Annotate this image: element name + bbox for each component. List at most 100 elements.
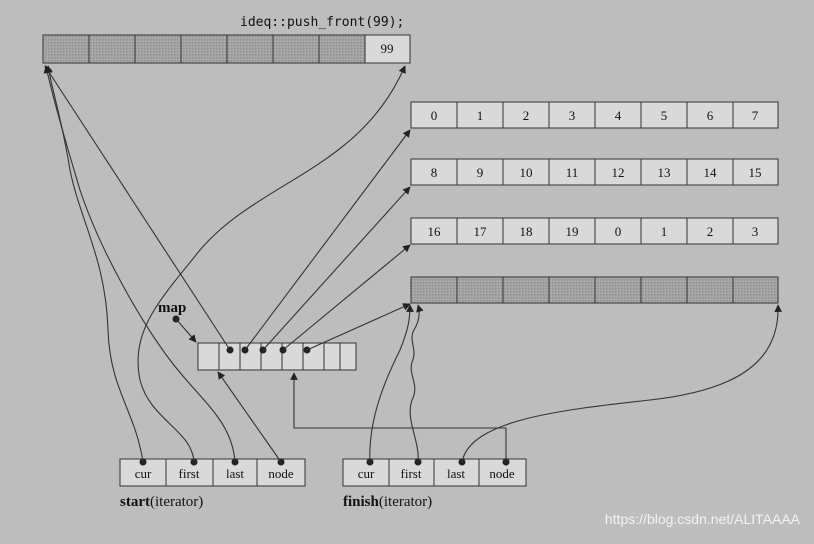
top-buffer-cell (318, 34, 366, 64)
top-buffer: 99 (42, 34, 411, 64)
map-label: map (158, 300, 186, 316)
buffer-value: 5 (661, 108, 668, 123)
buffer-cell (410, 276, 458, 304)
buffer-cell (640, 276, 688, 304)
start-last-pointer (43, 65, 236, 463)
finish-node-pointer (290, 372, 507, 462)
buffer-cell (548, 217, 596, 245)
finish-suffix: (iterator) (379, 494, 432, 510)
map-slot (281, 342, 304, 371)
buffer-value: 15 (749, 165, 762, 180)
buffer-3 (410, 276, 779, 304)
finish-field (388, 458, 435, 487)
buffer-value: 11 (566, 165, 579, 180)
finish-node-label: node (489, 466, 515, 481)
buffer-value: 1 (477, 108, 484, 123)
watermark: https://blog.csdn.net/ALITAAAA (605, 511, 801, 527)
buffer-cell (502, 158, 550, 186)
buffer-value: 16 (428, 224, 442, 239)
start-first-pointer (137, 65, 406, 463)
buffer-cell (640, 217, 688, 245)
top-buffer-value: 99 (381, 41, 394, 56)
buffer-value: 9 (477, 165, 484, 180)
buffer-value: 8 (431, 165, 438, 180)
map-to-buffer-3-arrow (306, 303, 411, 351)
buffer-value: 1 (661, 224, 668, 239)
top-buffer-cell (88, 34, 136, 64)
finish-field (478, 458, 527, 487)
map-array (197, 342, 357, 371)
map-slot (323, 342, 341, 371)
start-cur-pointer (45, 65, 144, 463)
buffer-cell (594, 158, 642, 186)
finish-field (342, 458, 390, 487)
top-buffer-cell-filled (364, 34, 411, 64)
buffer-cell (732, 158, 779, 186)
buffer-value: 6 (707, 108, 714, 123)
finish-iterator: cur first last node (342, 458, 527, 487)
buffer-cell (686, 101, 734, 129)
finish-caption: finish(iterator) (343, 494, 432, 510)
finish-last-label: last (447, 466, 465, 481)
start-first-label: first (179, 466, 200, 481)
buffer-cell (502, 217, 550, 245)
buffer-cell (548, 158, 596, 186)
start-last-label: last (226, 466, 244, 481)
buffer-value: 18 (520, 224, 533, 239)
buffer-value: 0 (615, 224, 622, 239)
buffer-value: 13 (658, 165, 671, 180)
buffer-cell (594, 276, 642, 304)
finish-first-label: first (401, 466, 422, 481)
finish-name: finish (343, 494, 380, 510)
buffer-cell (548, 276, 596, 304)
top-buffer-cell (272, 34, 320, 64)
finish-field (433, 458, 480, 487)
start-suffix: (iterator) (150, 494, 203, 510)
buffer-cell (686, 276, 734, 304)
buffer-cell (456, 101, 504, 129)
map-to-buffer-2-arrow (282, 244, 411, 351)
top-buffer-cell (226, 34, 274, 64)
start-field (165, 458, 214, 487)
buffer-cell (732, 276, 779, 304)
buffer-1: 8 9 10 11 12 13 14 15 (410, 158, 779, 186)
top-buffer-cell (134, 34, 182, 64)
buffer-value: 2 (707, 224, 714, 239)
buffer-value: 19 (566, 224, 579, 239)
buffer-cell (594, 101, 642, 129)
start-cur-label: cur (135, 466, 152, 481)
map-to-top-buffer-arrow (44, 65, 231, 351)
buffer-cell (456, 217, 504, 245)
buffer-value: 10 (520, 165, 533, 180)
finish-last-pointer (461, 304, 783, 463)
buffer-cell (594, 217, 642, 245)
buffer-cell (502, 276, 550, 304)
top-buffer-cell (180, 34, 228, 64)
finish-cur-label: cur (358, 466, 375, 481)
buffer-value: 17 (474, 224, 488, 239)
buffer-cell (410, 101, 458, 129)
map-to-buffer-1-arrow (262, 186, 411, 351)
buffer-cell (732, 217, 779, 245)
buffer-2: 16 17 18 19 0 1 2 3 (410, 217, 779, 245)
start-caption: start(iterator) (120, 494, 203, 510)
buffer-cell (456, 276, 504, 304)
push-front-caption: ideq::push_front(99); (240, 15, 404, 30)
buffer-value: 3 (569, 108, 576, 123)
buffer-cell (640, 101, 688, 129)
buffer-value: 3 (752, 224, 759, 239)
top-buffer-cell (42, 34, 90, 64)
start-name: start (120, 494, 150, 510)
finish-first-pointer (409, 304, 424, 463)
buffer-0: 0 1 2 3 4 5 6 7 (410, 101, 779, 129)
start-node-label: node (268, 466, 294, 481)
buffer-value: 12 (612, 165, 625, 180)
buffer-value: 14 (704, 165, 718, 180)
buffer-value: 7 (752, 108, 759, 123)
buffer-value: 2 (523, 108, 530, 123)
buffer-cell (732, 101, 779, 129)
buffer-cell (686, 158, 734, 186)
start-node-pointer (217, 371, 282, 463)
